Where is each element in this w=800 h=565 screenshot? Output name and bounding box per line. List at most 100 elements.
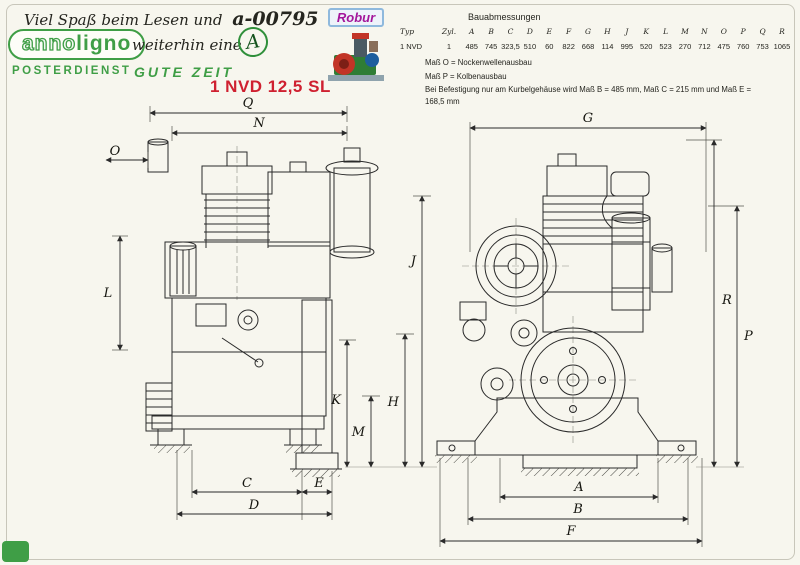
note-line: Maß P = Kolbenausbau [425, 71, 507, 81]
flywheel-housing [145, 382, 173, 432]
belt-tensioner [480, 319, 538, 401]
dim-label-o: O [110, 144, 121, 159]
gute-zeit-label: GUTE ZEIT [134, 64, 235, 80]
head-and-exhaust [546, 153, 650, 197]
table-col-header: D [526, 27, 533, 36]
table-cell: 1 NVD [400, 42, 423, 51]
note-line: Maß O = Nockenwellenausbau [425, 58, 532, 67]
annoligno-logo: annoligno [8, 29, 146, 60]
dim-label-f: F [565, 524, 576, 539]
cooling-blower [475, 225, 557, 307]
table-col-header: A [468, 27, 475, 36]
table-col-header: N [701, 27, 708, 36]
table-col-header: J [625, 27, 629, 36]
table-col-header: M [681, 27, 689, 36]
breather-stack [147, 138, 169, 173]
cylinder-block-front [542, 195, 644, 333]
brand-anno: anno [21, 31, 77, 55]
air-filter-front [601, 195, 651, 311]
table-col-header: E [546, 27, 552, 36]
table-cell: 114 [601, 42, 614, 51]
dim-label-a: A [573, 480, 583, 495]
extension-lines [112, 106, 744, 547]
table-cell: 485 [465, 42, 478, 51]
table-col-header: H [604, 27, 611, 36]
table-col-header: G [585, 27, 592, 36]
dim-label-b: B [572, 502, 583, 517]
fuel-filter [169, 241, 197, 297]
table-cell: 523 [659, 42, 672, 51]
dim-label-c: C [242, 476, 252, 491]
dimension-labels: Q N O L K M H J C E D G R P A B F [103, 96, 753, 539]
table-col-header: K [643, 27, 650, 36]
ground-hatch [286, 445, 320, 453]
dim-label-l: L [103, 286, 113, 301]
dim-label-p: P [743, 329, 753, 344]
notes-block: Maß O = Nockenwellenausbau Maß P = Kolbe… [425, 57, 755, 108]
table-cell: 668 [581, 42, 595, 51]
dim-label-n: N [252, 116, 265, 131]
robur-block: Robur [318, 8, 394, 92]
cylinder-fins [204, 194, 270, 248]
dim-label-j: J [408, 254, 417, 269]
table-col-header: P [740, 27, 746, 36]
table-col-header: Typ [400, 27, 415, 36]
ground-hatch [656, 455, 698, 463]
table-col-header: O [720, 27, 727, 36]
green-corner-mark [2, 541, 29, 562]
dim-label-k: K [330, 393, 342, 408]
dim-label-q: Q [243, 96, 254, 111]
left-engine-view [145, 138, 379, 477]
cylinder-head [201, 151, 273, 195]
circled-letter: A [244, 30, 262, 54]
table-cell: 822 [562, 42, 575, 51]
dim-label-e: E [313, 476, 324, 491]
mini-engine-photo [328, 33, 384, 81]
greeting-text: Viel Spaß beim Lesen und [24, 11, 223, 29]
crankcase [171, 297, 327, 417]
table-cell: 323,5 [501, 42, 520, 51]
table-cell: 995 [620, 42, 634, 51]
brand-ligno: ligno [76, 32, 132, 55]
table-col-header: Q [759, 27, 766, 36]
ground-hatch [521, 468, 639, 476]
crankcase-top [164, 241, 331, 299]
dim-label-g: G [583, 111, 593, 126]
dim-label-h: H [387, 395, 400, 410]
dim-label-m: M [351, 425, 366, 440]
ground-hatch [154, 445, 190, 453]
table-cell: 510 [523, 42, 537, 51]
dim-label-d: D [248, 498, 260, 513]
table-cell: 520 [639, 42, 653, 51]
dimension-lines [105, 110, 740, 544]
table-cell: 1 [446, 42, 452, 51]
greeting-line2: weiterhin eine [132, 36, 242, 54]
table-col-header: Zyl. [441, 27, 457, 36]
accessory-pump [459, 301, 487, 342]
table-cell: 760 [736, 42, 750, 51]
table-col-header: F [566, 27, 572, 36]
table-cell: 270 [678, 42, 692, 51]
robur-engine-image [318, 29, 394, 92]
ground-hatch [435, 455, 477, 463]
dimension-table: Typ Zyl. A B C D E F G H J K L M N O P Q… [400, 27, 792, 51]
table-col-header: R [779, 27, 785, 36]
flywheel-pulley [520, 327, 626, 433]
oil-filter [651, 243, 673, 293]
robur-logo: Robur [327, 8, 385, 27]
table-title: Bauabmessungen [468, 12, 541, 22]
table-cell: 753 [756, 42, 769, 51]
greeting-code: a-00795 [232, 8, 319, 30]
ground-hatch [292, 469, 340, 477]
table-col-header: C [507, 27, 514, 36]
model-title: 1 NVD 12,5 SL [210, 77, 331, 96]
table-col-header: L [663, 27, 669, 36]
engine-base [150, 415, 325, 446]
table-cell: 60 [545, 42, 554, 51]
dim-label-r: R [721, 293, 732, 308]
greeting-line: Viel Spaß beim Lesen und a-00795 [24, 8, 319, 30]
table-cell: 1065 [773, 42, 791, 51]
right-engine-view [435, 153, 698, 476]
table-cell: 475 [717, 42, 731, 51]
